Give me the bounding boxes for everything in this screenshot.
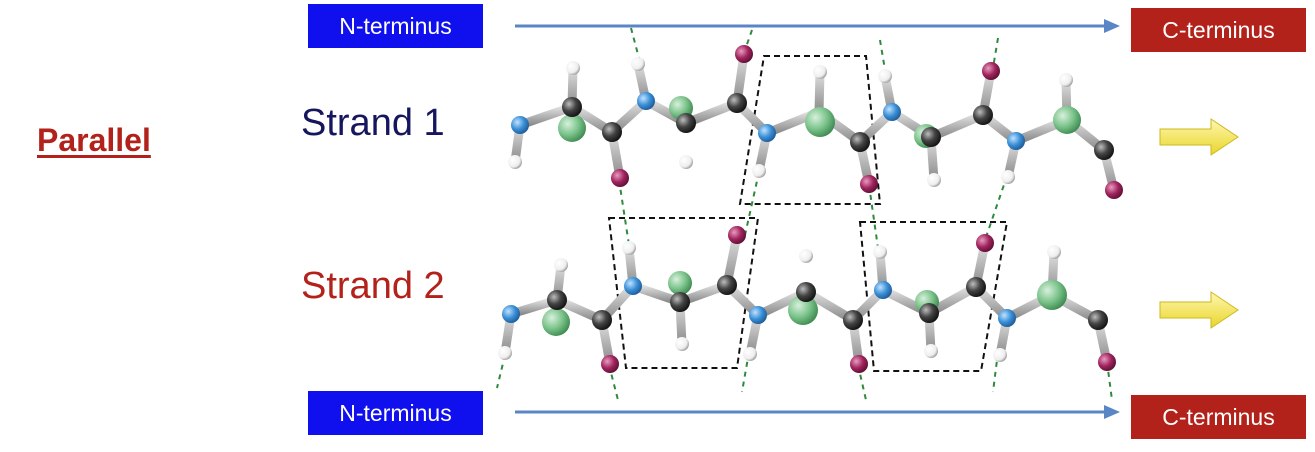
strand-2-atoms [498, 226, 1116, 373]
carbon-atom [670, 292, 690, 312]
oxygen-atom [1098, 353, 1116, 371]
oxygen-atom [728, 226, 746, 244]
carbon-atom [562, 97, 582, 117]
hydrogen-atom [1047, 245, 1061, 259]
hydrogen-atom [631, 57, 645, 71]
nitrogen-atom [624, 277, 642, 295]
hydrogen-atom [566, 61, 580, 75]
side-chain-atom [558, 114, 586, 142]
axis-arrow-bottom [515, 405, 1120, 419]
strand-1-atoms [508, 45, 1123, 199]
c-terminus-bottom-label: C-terminus [1131, 395, 1306, 439]
carbon-atom [966, 277, 986, 297]
carbon-atom [1094, 140, 1114, 160]
carbon-atom [921, 127, 941, 147]
oxygen-atom [735, 45, 753, 63]
direction-arrow-icon [1159, 291, 1239, 329]
oxygen-atom [982, 62, 1000, 80]
oxygen-atom [611, 169, 629, 187]
oxygen-atom [860, 175, 878, 193]
oxygen-atom [601, 355, 619, 373]
hydrogen-atom [1001, 170, 1015, 184]
n-terminus-top-label: N-terminus [308, 4, 483, 48]
carbon-atom [843, 310, 863, 330]
strand-2-label: Strand 2 [301, 265, 445, 307]
carbon-atom [717, 275, 737, 295]
side-chain-atom [788, 295, 818, 325]
nitrogen-atom [637, 92, 655, 110]
hydrogen-bonds [496, 27, 1113, 401]
carbon-atom [592, 310, 612, 330]
hydrogen-atom [498, 346, 512, 360]
nitrogen-atom [749, 306, 767, 324]
hydrogen-atom [622, 241, 636, 255]
carbon-atom [1088, 310, 1108, 330]
hydrogen-atom [752, 164, 766, 178]
carbon-atom [602, 122, 622, 142]
hydrogen-atom [799, 249, 813, 263]
carbon-atom [676, 113, 696, 133]
side-chain-atom [1053, 106, 1081, 134]
hydrogen-atom [878, 69, 892, 83]
side-chain-atom [542, 308, 570, 336]
oxygen-atom [1105, 181, 1123, 199]
hydrogen-atom [675, 337, 689, 351]
carbon-atom [919, 303, 939, 323]
hydrogen-atom [743, 347, 757, 361]
hydrogen-atom [508, 155, 522, 169]
carbon-atom [727, 93, 747, 113]
carbon-atom [973, 105, 993, 125]
side-chain-atom [1037, 280, 1067, 310]
direction-arrow-icon [1159, 118, 1239, 156]
side-chain-atom [668, 271, 692, 295]
n-terminus-bottom-label: N-terminus [308, 391, 483, 435]
nitrogen-atom [998, 309, 1016, 327]
nitrogen-atom [874, 281, 892, 299]
hydrogen-atom [1059, 73, 1073, 87]
hydrogen-atom [873, 245, 887, 259]
carbon-atom [850, 132, 870, 152]
hydrogen-atom [924, 344, 938, 358]
carbon-atom [547, 290, 567, 310]
oxygen-atom [850, 355, 868, 373]
hydrogen-atom [554, 258, 568, 272]
nitrogen-atom [758, 124, 776, 142]
strand-1-label: Strand 1 [301, 102, 445, 144]
peptide-unit-outlines [607, 55, 1009, 372]
nitrogen-atom [502, 305, 520, 323]
hydrogen-atom [679, 155, 693, 169]
hydrogen-atom [993, 348, 1007, 362]
hydrogen-atom [927, 173, 941, 187]
nitrogen-atom [1007, 132, 1025, 150]
c-terminus-top-label: C-terminus [1131, 8, 1306, 52]
carbon-atom [796, 282, 816, 302]
hydrogen-atom [813, 65, 827, 79]
nitrogen-atom [883, 103, 901, 121]
oxygen-atom [976, 234, 994, 252]
axis-arrow-top [515, 19, 1120, 33]
parallel-title: Parallel [37, 122, 151, 158]
nitrogen-atom [511, 116, 529, 134]
side-chain-atom [805, 107, 835, 137]
